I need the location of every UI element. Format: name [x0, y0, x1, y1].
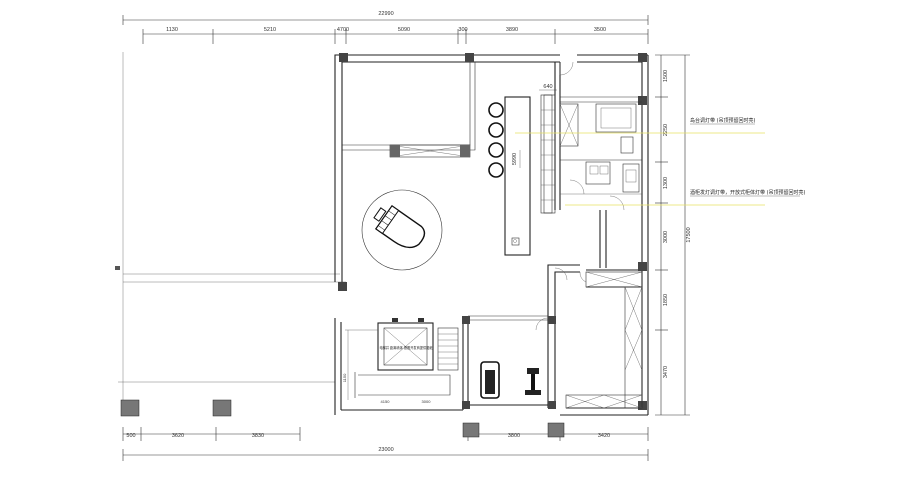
annotation-guides: 岛台调灯带 (吊顶预留回时亮) 酒柜发灯调灯带，开放式柜体灯带 (吊顶预留回时亮…	[515, 117, 806, 206]
bar-stool	[488, 102, 504, 118]
right-dimension-1: 1500	[663, 70, 669, 82]
hatched-columns	[120, 399, 565, 438]
top-dimension-6: 3890	[506, 27, 518, 33]
column-marker	[465, 53, 474, 62]
annotation-top: 岛台调灯带 (吊顶预留回时亮)	[690, 117, 756, 124]
bottom-dimensions: 500 3620 3830 3800 3420 23000	[122, 427, 649, 461]
top-dimension-5: 300	[458, 27, 467, 33]
column-marker	[462, 401, 470, 409]
bar-stool	[488, 142, 504, 158]
column-hatch	[547, 422, 565, 438]
right-dimension-4: 3000	[663, 231, 669, 243]
column-hatch	[120, 399, 140, 417]
bottom-dimension-4: 3800	[508, 433, 520, 439]
top-dimension-3: 4700	[337, 27, 349, 33]
column-marker	[462, 316, 470, 324]
exercise-bench	[525, 368, 541, 395]
column-markers	[338, 53, 647, 410]
top-dimension-2: 5210	[264, 27, 276, 33]
right-dimension-2: 2250	[663, 124, 669, 136]
right-total-dimension: 17500	[686, 227, 692, 242]
column-marker	[548, 401, 556, 409]
top-total-dimension: 22990	[378, 11, 393, 17]
gym	[480, 361, 541, 399]
annotation-bottom: 酒柜发灯调灯带，开放式柜体灯带 (吊顶预留回时亮)	[690, 189, 806, 196]
column-hatch	[462, 422, 480, 438]
top-dimension-7: 3500	[594, 27, 606, 33]
bottom-dimension-1: 500	[126, 433, 135, 439]
column-marker	[638, 96, 647, 105]
closet	[565, 271, 643, 409]
column-marker	[638, 262, 647, 271]
piano	[361, 189, 443, 271]
top-dimensions: 22990 1130 5210 4700 5090 300 3890 3500 …	[122, 11, 649, 91]
top-dimension-4: 5090	[398, 27, 410, 33]
stair-bottom-dimension-1: 4150	[381, 399, 391, 404]
bottom-dimension-5: 3420	[598, 433, 610, 439]
column-marker	[339, 53, 348, 62]
bar-island: 5990	[488, 96, 531, 256]
column-marker	[638, 53, 647, 62]
column-marker	[638, 401, 647, 410]
right-dimension-3: 1300	[663, 177, 669, 189]
bar-stool	[488, 162, 504, 178]
top-small-dimension: 640	[543, 84, 552, 90]
bottom-dimension-3: 3830	[252, 433, 264, 439]
column-hatch	[212, 399, 232, 417]
right-dimensions: 1500 2250 1300 3000 1850 3470 17500	[655, 54, 692, 416]
bar-length-dimension: 5990	[512, 153, 518, 165]
column-marker	[548, 316, 556, 324]
stair-left-dimension: 1150	[342, 373, 347, 382]
bottom-dimension-2: 3620	[172, 433, 184, 439]
bar-stool	[488, 122, 504, 138]
right-dimension-6: 3470	[663, 366, 669, 378]
elevator: 电梯井 距离墙体 按照开发商提供图纸	[377, 318, 434, 371]
kitchen	[559, 96, 642, 211]
column-marker	[338, 282, 347, 291]
stair: 1150 4150 3000	[342, 327, 459, 404]
right-dimension-5: 1850	[663, 294, 669, 306]
cabinet-strip	[389, 144, 471, 158]
bottom-total-dimension: 23000	[378, 447, 393, 453]
stair-bottom-dimension-2: 3000	[422, 399, 432, 404]
wine-cabinet	[540, 94, 556, 214]
top-dimension-1: 1130	[166, 27, 178, 33]
elevator-text: 电梯井 距离墙体 按照开发商提供图纸	[379, 345, 433, 350]
